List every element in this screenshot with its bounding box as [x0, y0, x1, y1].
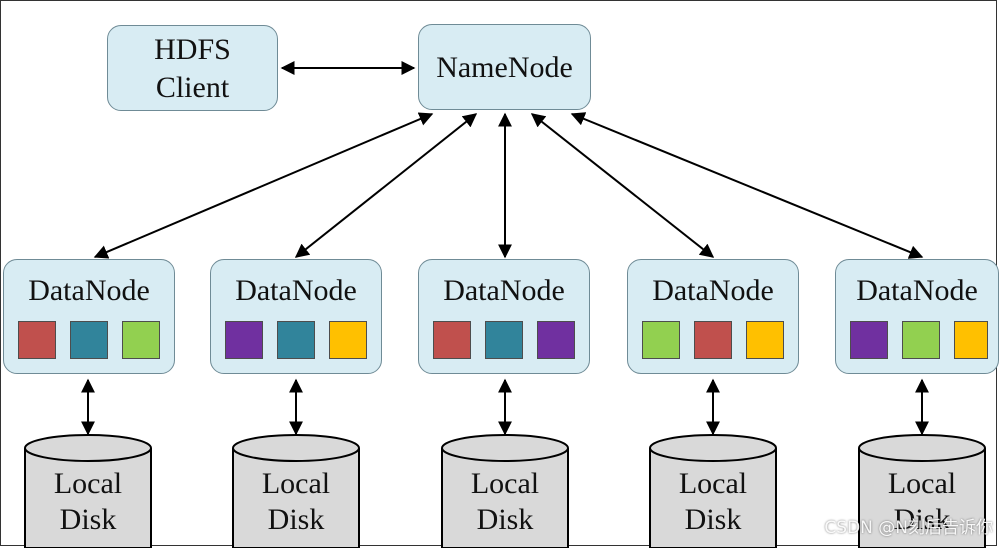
data-block: [694, 321, 732, 359]
disk-label-line1: Local: [53, 467, 123, 500]
namenode-datanode-2-arrow: [294, 113, 478, 258]
data-block: [954, 321, 988, 359]
data-block: [122, 321, 160, 359]
disk-label: Local Disk: [232, 466, 360, 538]
disk-label-line1: Local: [887, 467, 957, 500]
disk-label: Local Disk: [24, 466, 152, 538]
disk-label-line2: Disk: [684, 503, 742, 536]
disk-cylinder-icon: [858, 434, 986, 548]
disk-label: Local Disk: [441, 466, 569, 538]
disk-label-line2: Disk: [267, 503, 325, 536]
local-disk-5: Local Disk: [858, 434, 986, 548]
local-disk-2: Local Disk: [232, 434, 360, 548]
datanode-3-box: DataNode: [418, 259, 590, 374]
disk-label-line1: Local: [261, 467, 331, 500]
hdfs-client-label-line1: HDFS: [154, 33, 231, 66]
data-block: [433, 321, 471, 359]
disk-cylinder-icon: [441, 434, 569, 548]
data-block: [642, 321, 680, 359]
datanode-label: DataNode: [856, 274, 978, 307]
local-disk-1: Local Disk: [24, 434, 152, 548]
local-disk-3: Local Disk: [441, 434, 569, 548]
namenode-datanode-5-arrow: [570, 112, 924, 259]
disk-cylinder-icon: [24, 434, 152, 548]
data-block: [746, 321, 784, 359]
namenode-datanode-1-arrow: [93, 112, 434, 259]
datanode-label: DataNode: [443, 274, 565, 307]
data-block: [485, 321, 523, 359]
disk-cylinder-icon: [649, 434, 777, 548]
datanode-label: DataNode: [235, 274, 357, 307]
datanode-label: DataNode: [652, 274, 774, 307]
disk-label-line2: Disk: [476, 503, 534, 536]
data-block: [537, 321, 575, 359]
datanode-1-box: DataNode: [3, 259, 175, 374]
disk-label: Local Disk: [649, 466, 777, 538]
disk-label-line2: Disk: [59, 503, 117, 536]
data-block: [225, 321, 263, 359]
datanode-label: DataNode: [28, 274, 150, 307]
hdfs-client-box: HDFS Client: [107, 25, 278, 111]
hdfs-client-label-line2: Client: [155, 71, 230, 104]
disk-label-line1: Local: [678, 467, 748, 500]
datanode-4-box: DataNode: [627, 259, 799, 374]
watermark-text: CSDN @N刻后告诉你: [824, 518, 993, 538]
disk-label-line2: Disk: [893, 503, 951, 536]
disk-cylinder-icon: [232, 434, 360, 548]
namenode-box: NameNode: [418, 24, 591, 110]
data-block: [70, 321, 108, 359]
namenode-label: NameNode: [436, 51, 573, 84]
data-block: [902, 321, 940, 359]
disk-label-line1: Local: [470, 467, 540, 500]
data-block: [277, 321, 315, 359]
data-block: [18, 321, 56, 359]
data-block: [850, 321, 888, 359]
datanode-2-box: DataNode: [210, 259, 382, 374]
disk-label: Local Disk: [858, 466, 986, 538]
local-disk-4: Local Disk: [649, 434, 777, 548]
data-block: [329, 321, 367, 359]
datanode-5-box: DataNode: [835, 259, 999, 374]
